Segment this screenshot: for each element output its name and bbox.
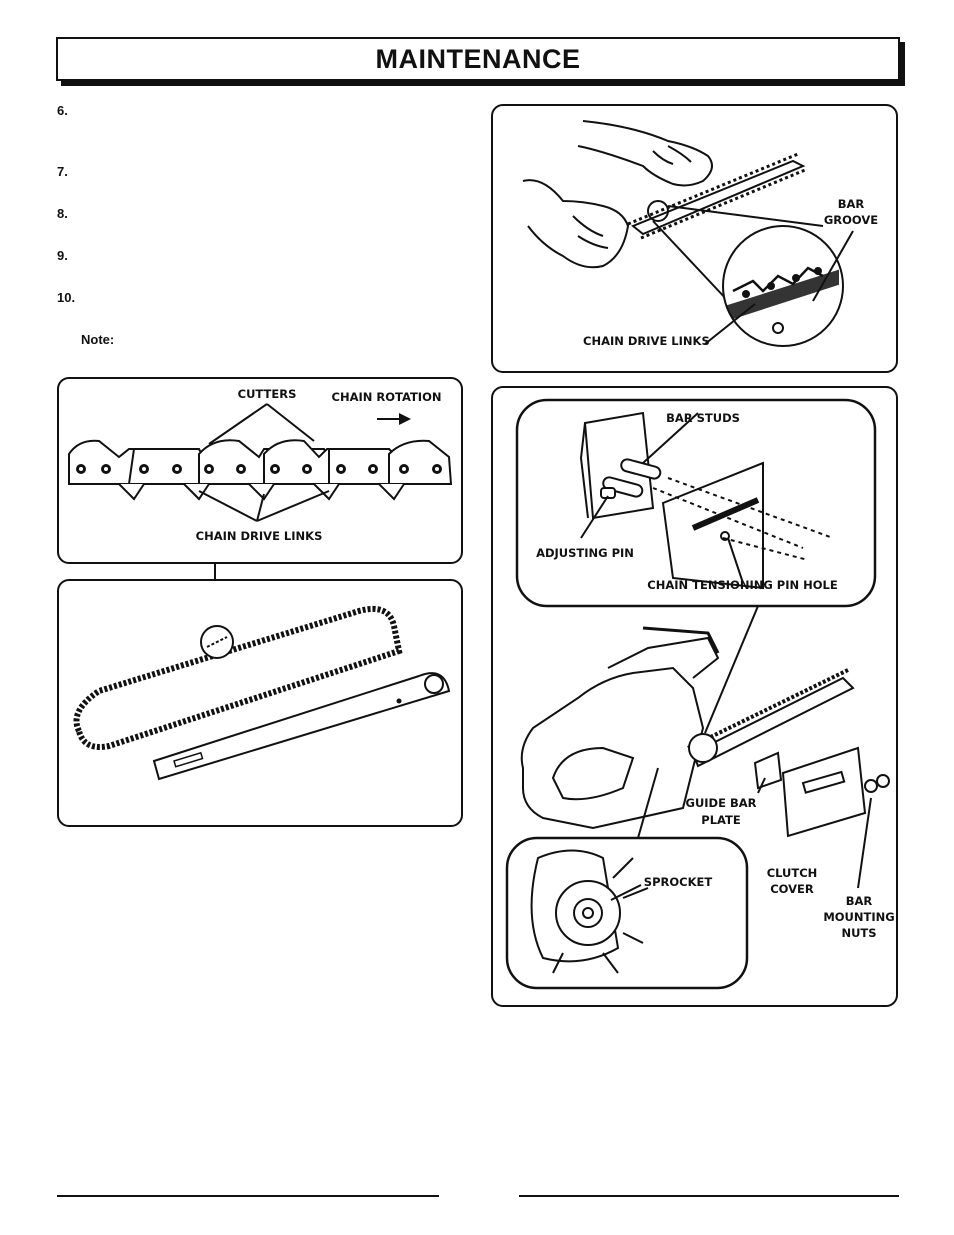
clutch-cover-label-line2: COVER [770, 882, 814, 896]
footer-rule-left [57, 1195, 439, 1197]
figure-chain-detail: CUTTERS CHAIN ROTATION CHAIN DRIVE LINKS [57, 377, 463, 564]
figure-bar-groove: BAR GROOVE CHAIN DRIVE LINKS [491, 104, 898, 373]
step-number-6: 6. [57, 103, 68, 118]
cutters-label: CUTTERS [237, 387, 297, 401]
step-number-8: 8. [57, 206, 68, 221]
chain-tensioning-pin-hole-label: CHAIN TENSIONING PIN HOLE [647, 578, 838, 592]
footer-rule-right [519, 1195, 899, 1197]
bar-mounting-nuts-label-line3: NUTS [841, 926, 877, 940]
note-label: Note: [81, 332, 115, 347]
page-header: MAINTENANCE [56, 37, 900, 81]
bar-groove-label-line1: BAR [837, 197, 865, 211]
chain-loop-illustration [73, 605, 451, 781]
guide-bar-plate-label-line2: PLATE [701, 813, 741, 827]
bar-mounting-nuts-label-line1: BAR [845, 894, 873, 908]
assembly-illustration [505, 398, 890, 990]
figure-chain-loop [57, 579, 463, 827]
bar-studs-label: BAR STUDS [666, 411, 740, 425]
sprocket-label: SPROCKET [643, 875, 713, 889]
clutch-cover-label-line1: CLUTCH [766, 866, 818, 880]
step-number-10: 10. [57, 290, 76, 305]
chain-detail-illustration [68, 403, 453, 522]
chain-rotation-arrow-icon [399, 413, 411, 425]
figure-assembly: BAR STUDS ADJUSTING PIN CHAIN TENSIONING… [491, 386, 898, 1007]
bar-groove-illustration [522, 120, 854, 347]
step-number-7: 7. [57, 164, 68, 179]
chain-rotation-label: CHAIN ROTATION [331, 390, 442, 404]
chain-drive-links-label: CHAIN DRIVE LINKS [583, 334, 710, 348]
chain-drive-links-label-2: CHAIN DRIVE LINKS [195, 529, 323, 543]
bar-mounting-nuts-label-line2: MOUNTING [823, 910, 895, 924]
step-number-9: 9. [57, 248, 68, 263]
adjusting-pin-label: ADJUSTING PIN [536, 546, 634, 560]
bar-groove-label-line2: GROOVE [823, 213, 879, 227]
page-title: MAINTENANCE [375, 43, 581, 74]
guide-bar-plate-label-line1: GUIDE BAR [685, 796, 757, 810]
